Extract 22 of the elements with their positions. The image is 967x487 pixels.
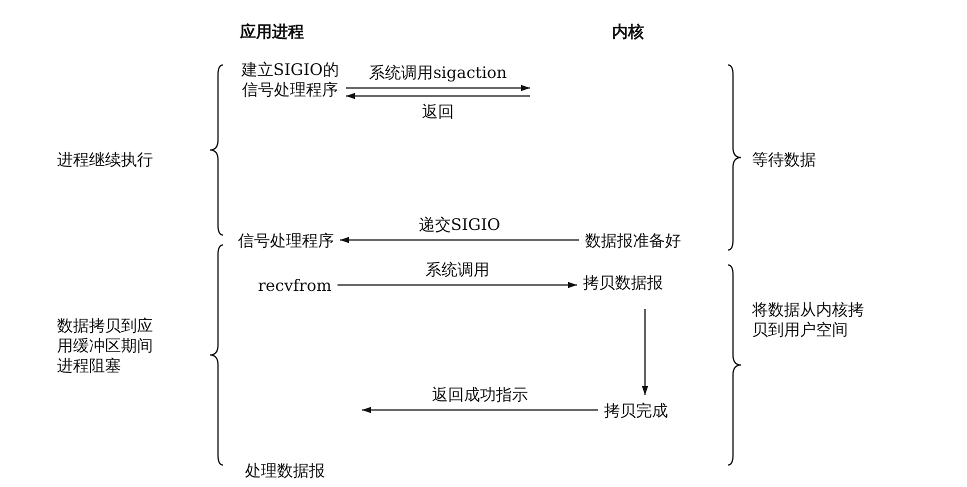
text-label: 数据报准备好 — [585, 231, 681, 251]
text-label: 信号处理程序 — [238, 231, 334, 251]
arrow — [346, 84, 530, 92]
text-label: 处理数据报 — [245, 461, 325, 481]
column-heading: 应用进程 — [240, 22, 304, 42]
arrow — [340, 236, 579, 244]
column-heading: 内核 — [612, 22, 644, 42]
text-label: 建立SIGIO的信号处理程序 — [240, 60, 340, 100]
text-label: 将数据从内核拷贝到用户空间 — [752, 300, 865, 340]
edge-label: 递交SIGIO — [416, 215, 502, 235]
arrow — [346, 92, 530, 100]
arrow — [338, 282, 577, 288]
edge-label: 系统调用sigaction — [367, 63, 509, 83]
arrow — [642, 309, 648, 395]
text-label: recvfrom — [258, 276, 332, 296]
edge-label: 返回成功指示 — [430, 385, 530, 405]
text-label: 拷贝数据报 — [583, 273, 663, 293]
text-label: 拷贝完成 — [604, 401, 668, 421]
arrow — [362, 406, 598, 414]
text-label: 等待数据 — [752, 150, 816, 170]
text-label: 数据拷贝到应用缓冲区期间进程阻塞 — [57, 316, 154, 376]
text-label: 进程继续执行 — [57, 150, 153, 170]
